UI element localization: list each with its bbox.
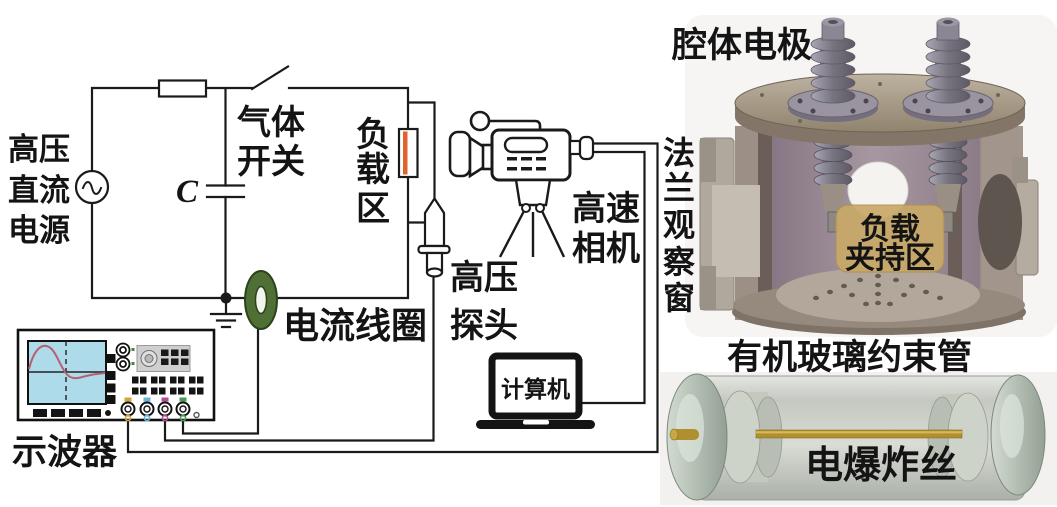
current-coil-icon (244, 270, 278, 330)
camera-icon (448, 110, 595, 258)
scope-keypad-panel[interactable] (136, 345, 191, 372)
load-zone-stripe (403, 131, 408, 175)
camera-handle-knob (469, 110, 491, 132)
tube-left-holder (719, 390, 783, 484)
camera-sync-cable (126, 142, 659, 454)
resistor-symbol (157, 79, 208, 98)
load-clamp-zone (835, 204, 945, 273)
coil-cable (181, 327, 260, 435)
load-zone-box (397, 127, 419, 179)
oscilloscope-icon (16, 328, 216, 422)
exploding-wire (755, 429, 963, 439)
load-clamp-label-2: 夹持区 (845, 242, 935, 275)
load-zone-label-2: 载 (356, 151, 390, 189)
oscilloscope-label: 示波器 (12, 433, 118, 472)
scope-softkeys[interactable] (33, 409, 111, 417)
camera-label-2: 相机 (572, 230, 640, 268)
hv-probe-icon (417, 196, 451, 278)
hv-probe-label-2: 探头 (450, 307, 518, 345)
gas-switch-label-2: 开关 (237, 143, 305, 181)
tube-title: 有机玻璃约束管 (727, 338, 972, 377)
ground-symbol (209, 296, 243, 329)
tube-right-cap (990, 374, 1046, 496)
chamber-inner-electrode-left (813, 135, 853, 233)
svg-text:法: 法 (663, 135, 695, 171)
chamber-render: 负载 夹持区 (663, 15, 1057, 337)
computer-label: 计算机 (501, 376, 570, 402)
current-coil-label: 电流线圈 (283, 306, 427, 346)
svg-text:兰: 兰 (663, 170, 695, 206)
load-zone-label-1: 负 (356, 116, 390, 154)
capacitor-label: C (176, 174, 199, 210)
chamber-electrode-stack-left (787, 17, 879, 122)
power-source-tilde (81, 181, 103, 195)
svg-text:察: 察 (663, 244, 695, 280)
schematic-labels: 高压 直流 电源 C 气体 开关 负 载 区 高压 探头 电流线圈 示波器 高速… (8, 104, 640, 472)
svg-text:窗: 窗 (663, 280, 695, 316)
load-clamp-label-1: 负载 (860, 213, 920, 246)
svg-text:观: 观 (663, 207, 695, 243)
chamber-left-flange (699, 137, 760, 311)
camera-tripod-legs (498, 210, 566, 258)
gas-switch-label-1: 气体 (236, 104, 305, 142)
chamber-electrode-label: 腔体电极 (671, 26, 812, 65)
camera-viewfinder-slot (503, 136, 549, 154)
camera-label-1: 高速 (572, 190, 640, 228)
hv-probe-label-1: 高压 (450, 259, 518, 297)
camera-output-port (568, 139, 582, 156)
tube-terminal-stub (669, 428, 699, 441)
power-supply-label-2: 直流 (8, 173, 70, 208)
computer-icon: 计算机 (476, 352, 595, 429)
scope-screen-buttons[interactable] (106, 354, 116, 404)
flange-window-label: 法 兰 观 察 窗 (663, 135, 695, 316)
camera-computer-cable (576, 150, 646, 405)
load-zone-label-3: 区 (356, 191, 390, 228)
camera-tripod (514, 178, 552, 207)
chamber-electrode-stack-right (902, 17, 994, 122)
camera-vents (507, 157, 546, 171)
power-supply-label-1: 高压 (8, 132, 70, 167)
circuit-schematic (74, 64, 659, 454)
chamber-floor-holes (813, 273, 943, 307)
power-supply-label-3: 电源 (8, 213, 70, 248)
scope-button-grid[interactable] (132, 376, 204, 395)
camera-lens-rim (448, 130, 472, 178)
scope-bnc-connectors[interactable] (120, 397, 200, 422)
capacitor-symbol (205, 184, 246, 199)
exploding-wire-label: 电爆炸丝 (805, 445, 957, 487)
gas-switch-blade (250, 64, 290, 91)
chamber-right-flange (978, 157, 1039, 276)
scope-knobs[interactable] (115, 342, 135, 372)
tube-render: 有机玻璃约束管 (660, 338, 1057, 505)
scope-waveform (28, 344, 106, 380)
